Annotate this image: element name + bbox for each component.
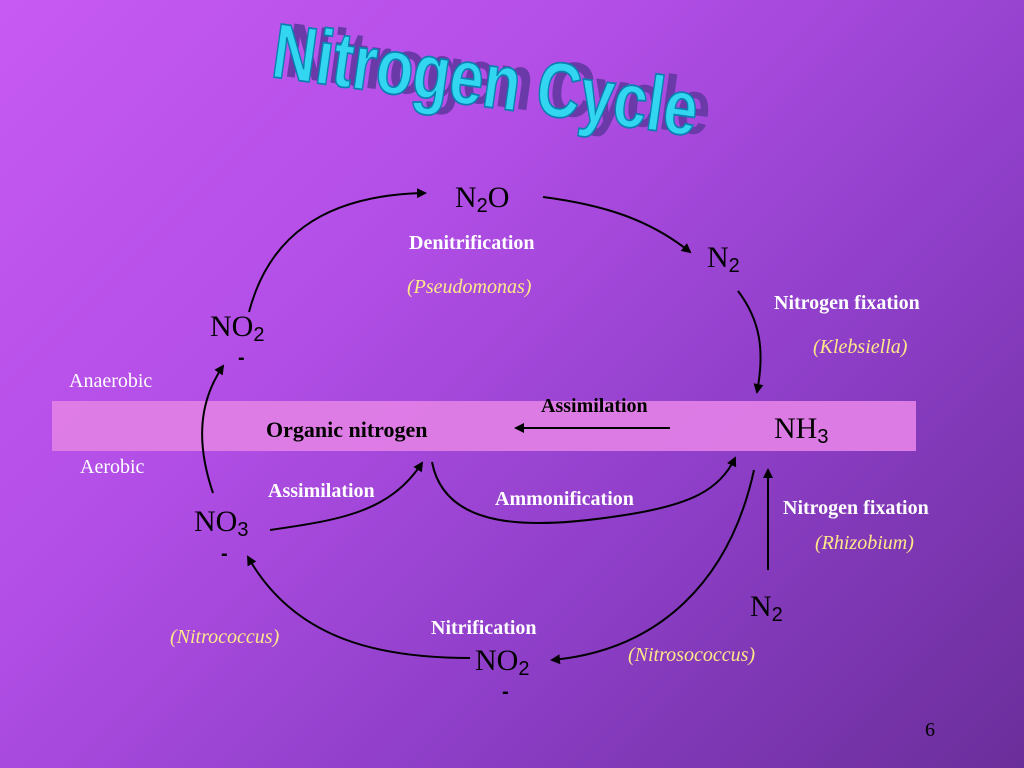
organism-klebsiella: (Klebsiella) — [813, 336, 908, 358]
compound-n2o: N2O — [455, 181, 510, 217]
arrow-no2-to-n2o — [248, 188, 427, 313]
process-nitrogen-fixation-top: Nitrogen fixation — [774, 292, 920, 314]
compound-no2-bottom: NO2 — [475, 644, 530, 680]
zone-aerobic: Aerobic — [80, 456, 145, 478]
process-assimilation-left: Assimilation — [268, 480, 375, 502]
organism-rhizobium: (Rhizobium) — [815, 532, 914, 554]
compound-n2-top: N2 — [707, 241, 740, 277]
arrow-nh3-to-no2-nitrification — [550, 469, 755, 665]
process-denitrification: Denitrification — [409, 232, 535, 254]
compound-n2-bottom: N2 — [750, 590, 783, 626]
organism-nitrococcus: (Nitrococcus) — [170, 626, 280, 648]
arrow-no2-to-no3 — [247, 555, 471, 659]
process-nitrogen-fixation-bottom: Nitrogen fixation — [783, 497, 929, 519]
page-number: 6 — [925, 719, 935, 741]
organism-nitrosococcus: (Nitrosococcus) — [628, 644, 756, 666]
organic-nitrogen-label: Organic nitrogen — [266, 417, 428, 442]
compound-no3: NO3 — [194, 505, 249, 541]
process-nitrification: Nitrification — [431, 617, 537, 639]
arrow-n2-to-nh3 — [737, 290, 764, 394]
arrow-no3-to-no2-left — [201, 364, 225, 494]
zone-anaerobic: Anaerobic — [69, 370, 153, 392]
compound-nh3: NH3 — [774, 412, 829, 448]
charge-no2-left: - — [238, 347, 245, 369]
charge-no2-bottom: - — [502, 681, 509, 703]
organism-pseudomonas: (Pseudomonas) — [407, 276, 532, 298]
arrow-organic-to-nh3-ammonification — [431, 456, 737, 525]
title-graphic: Nitrogen Cycle Nitrogen Cycle — [267, 6, 717, 153]
anaerobic-aerobic-band — [52, 401, 916, 451]
process-assimilation-top: Assimilation — [541, 395, 648, 417]
arrow-n2o-to-n2 — [542, 196, 692, 254]
process-ammonification: Ammonification — [495, 488, 634, 510]
charge-no3: - — [221, 543, 228, 565]
compound-no2-left: NO2 — [210, 310, 265, 346]
arrow-no3-to-organic-assimilation — [269, 461, 424, 531]
